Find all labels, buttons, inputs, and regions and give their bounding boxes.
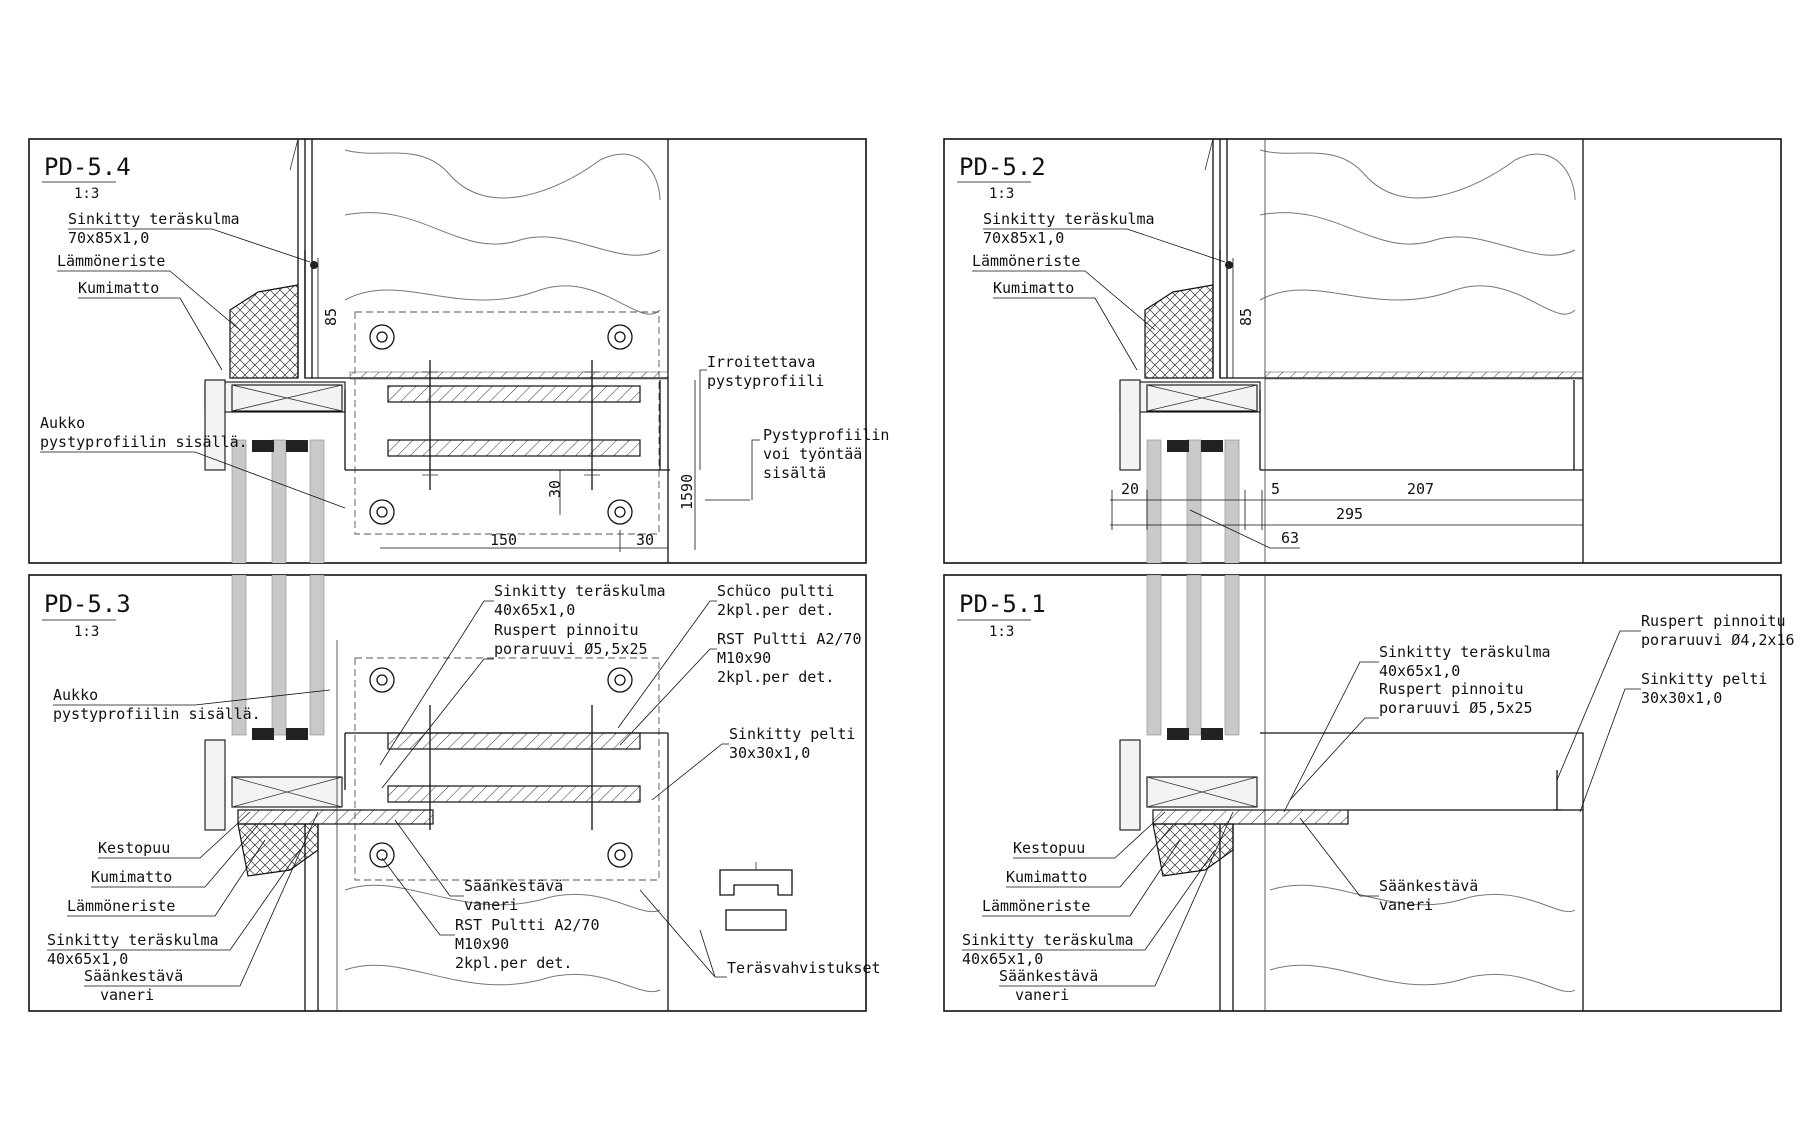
pd51-label-screw-r-1: Ruspert pinnoitu [1641,612,1786,630]
pd53-label-insulation: Lämmöneriste [67,897,175,915]
pd54-label-push-3: sisältä [763,464,826,482]
pd53-label-opening-1: Aukko [53,686,98,704]
detail-pd-5-4 [204,139,750,563]
pd53-labels: PD-5.3 1:3 Sinkitty teräskulma 40x65x1,0… [42,582,881,1004]
pd53-label-sheet-1: Sinkitty pelti [729,725,855,743]
pd54-labels: PD-5.4 1:3 Sinkitty teräskulma 70x85x1,0… [40,153,889,549]
pd51-label-plywood-mid-1: Säänkestävä [1379,877,1478,895]
pd54-label-corner-size: 70x85x1,0 [68,229,149,247]
pd52-dim-5: 5 [1271,480,1280,498]
panel-frame-pd51 [943,574,1782,1012]
pd51-label-screw-1: Ruspert pinnoitu [1379,680,1524,698]
pd54-dim-30-horizontal: 30 [636,531,654,549]
pd53-label-opening-2: pystyprofiilin sisällä. [53,705,261,723]
pd53-label-rst-1: RST Pultti A2/70 [717,630,862,648]
pd52-title: PD-5.2 [959,153,1046,181]
pd53-label-corner-top: Sinkitty teräskulma [494,582,666,600]
pd53-label-schuco-2: 2kpl.per det. [717,601,834,619]
pd53-label-rst-3: 2kpl.per det. [717,668,834,686]
pd53-label-steel: Teräsvahvistukset [727,959,881,977]
pd52-label-corner-size: 70x85x1,0 [983,229,1064,247]
pd53-label-plywood-1: Säänkestävä [84,967,183,985]
pd51-label-insulation: Lämmöneriste [982,897,1090,915]
pd54-label-removable-2: pystyprofiili [707,372,824,390]
pd52-scale: 1:3 [989,186,1014,202]
pd53-label-plywood-mid-1: Säänkestävä [464,877,563,895]
pd54-label-opening-2: pystyprofiilin sisällä. [40,433,248,451]
pd51-label-plywood-1: Säänkestävä [999,967,1098,985]
pd54-scale: 1:3 [74,186,99,202]
pd51-label-corner-bottom: Sinkitty teräskulma [962,931,1134,949]
pd51-scale: 1:3 [989,624,1014,640]
pd53-label-kestopuu: Kestopuu [98,839,170,857]
pd53-label-corner-top-size: 40x65x1,0 [494,601,575,619]
panel-frame-pd53 [28,574,867,1012]
pd52-dim-85: 85 [1237,308,1255,326]
pd54-label-corner: Sinkitty teräskulma [68,210,240,228]
panel-frame-pd52 [943,138,1782,564]
pd53-label-schuco-1: Schüco pultti [717,582,834,600]
pd51-labels: PD-5.1 1:3 Ruspert pinnoitu poraruuvi Ø4… [957,590,1795,1004]
pd52-label-corner: Sinkitty teräskulma [983,210,1155,228]
pd51-label-corner-top: Sinkitty teräskulma [1379,643,1551,661]
pd53-label-rubber: Kumimatto [91,868,172,886]
pd53-label-rst-b-3: 2kpl.per det. [455,954,572,972]
pd53-title: PD-5.3 [44,590,131,618]
pd54-label-rubber: Kumimatto [78,279,159,297]
pd53-label-plywood-2: vaneri [100,986,154,1004]
pd52-dim-63: 63 [1281,529,1299,547]
pd51-label-kestopuu: Kestopuu [1013,839,1085,857]
pd53-label-sheet-2: 30x30x1,0 [729,744,810,762]
panel-frame-pd54 [28,138,867,564]
pd52-labels: PD-5.2 1:3 Sinkitty teräskulma 70x85x1,0… [957,153,1434,547]
pd52-dim-207: 207 [1407,480,1434,498]
detail-pd-5-1 [1119,575,1584,1011]
pd54-label-insulation: Lämmöneriste [57,252,165,270]
pd51-label-corner-bottom-size: 40x65x1,0 [962,950,1043,968]
pd51-label-screw-r-2: poraruuvi Ø4,2x16 [1641,631,1795,649]
pd51-label-plywood-mid-2: vaneri [1379,896,1433,914]
pd54-title: PD-5.4 [44,153,131,181]
pd53-scale: 1:3 [74,624,99,640]
pd53-label-corner-bottom-size: 40x65x1,0 [47,950,128,968]
pd53-label-screw-1: Ruspert pinnoitu [494,621,639,639]
pd52-dim-295: 295 [1336,505,1363,523]
pd54-dim-30-vertical: 30 [546,480,564,498]
pd54-dim-150: 150 [490,531,517,549]
pd53-label-rst-b-1: RST Pultti A2/70 [455,916,600,934]
pd53-label-rst-b-2: M10x90 [455,935,509,953]
pd51-label-sheet-1: Sinkitty pelti [1641,670,1767,688]
pd54-label-push-2: voi työntää [763,445,862,463]
detail-pd-5-2 [1110,139,1584,563]
pd53-label-plywood-mid-2: vaneri [464,896,518,914]
pd54-dim-85: 85 [322,308,340,326]
pd51-label-corner-top-size: 40x65x1,0 [1379,662,1460,680]
pd52-label-insulation: Lämmöneriste [972,252,1080,270]
pd53-label-corner-bottom: Sinkitty teräskulma [47,931,219,949]
pd54-label-push-1: Pystyprofiilin [763,426,889,444]
pd54-label-opening-1: Aukko [40,414,85,432]
pd51-title: PD-5.1 [959,590,1046,618]
pd53-label-screw-2: poraruuvi Ø5,5x25 [494,640,648,658]
detail-pd-5-3 [204,575,793,1011]
pd51-label-rubber: Kumimatto [1006,868,1087,886]
pd54-dim-1590: 1590 [678,474,696,510]
pd52-dim-20: 20 [1121,480,1139,498]
pd52-label-rubber: Kumimatto [993,279,1074,297]
pd53-label-rst-2: M10x90 [717,649,771,667]
pd51-label-plywood-2: vaneri [1015,986,1069,1004]
pd54-label-removable-1: Irroitettava [707,353,815,371]
pd51-label-screw-2: poraruuvi Ø5,5x25 [1379,699,1533,717]
pd51-label-sheet-2: 30x30x1,0 [1641,689,1722,707]
